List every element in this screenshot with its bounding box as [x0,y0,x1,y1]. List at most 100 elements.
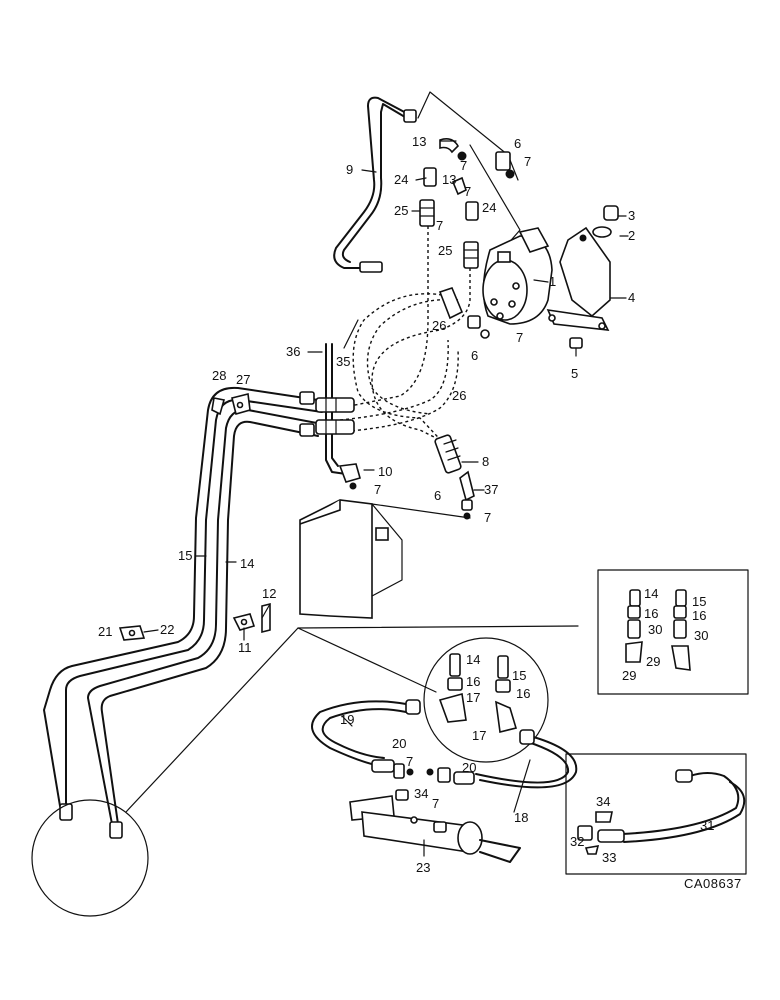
label-37: 37 [484,482,498,497]
hose-19 [311,699,421,773]
label-24-right: 24 [482,200,496,215]
label-15-box: 15 [692,594,706,609]
label-27: 27 [236,372,250,387]
label-16-box-left: 16 [644,606,658,621]
label-7-lower: 7 [484,510,491,525]
label-7-mid: 7 [464,184,471,199]
fitting-37 [459,470,475,520]
fitting-hose-motor [438,287,490,339]
fitting-24-upper [423,167,437,187]
label-7-upper-mid: 7 [460,158,467,173]
label-34-cyl: 34 [414,786,428,801]
label-7-cyl-left: 7 [406,754,413,769]
label-7-upper-right: 7 [524,154,531,169]
label-36: 36 [286,344,300,359]
hose-26 [339,226,471,451]
label-3: 3 [628,208,635,223]
label-8: 8 [482,454,489,469]
clip-27 [231,393,251,415]
label-33: 33 [602,850,616,865]
label-4: 4 [628,290,635,305]
label-29-box-left: 29 [622,668,636,683]
label-25-left: 25 [394,203,408,218]
fitting-13-upper [439,138,467,161]
label-13-upper: 13 [412,134,426,149]
pipe-9 [333,96,417,273]
label-14-circle: 14 [466,652,480,667]
fitting-hose-end-left [299,391,355,437]
bolt-5 [569,337,583,357]
label-31: 31 [700,818,714,833]
clip-21 [118,625,146,641]
label-9: 9 [346,162,353,177]
label-25-right: 25 [438,243,452,258]
fitting-13-lower [451,176,467,196]
fitting-25-right [463,241,479,269]
label-7-cyl: 7 [432,796,439,811]
fitting-6-upper [495,151,515,179]
label-5: 5 [571,366,578,381]
label-13-lower: 13 [442,172,456,187]
fitting-24-lower [465,201,479,221]
label-14: 14 [240,556,254,571]
detail-circle-middle [423,637,549,763]
label-10: 10 [378,464,392,479]
detail-box-lower [565,753,747,875]
label-24-left: 24 [394,172,408,187]
label-32: 32 [570,834,584,849]
washer-2 [592,226,612,238]
fitting-25-left [419,199,435,227]
label-30-box-left: 30 [648,622,662,637]
tube-ends-bottom [59,803,123,839]
label-15: 15 [178,548,192,563]
cylinder-23 [349,789,521,863]
leader-lines [143,140,629,857]
nut-3 [603,205,619,221]
elbow-10 [338,463,361,490]
label-7-tank: 7 [374,482,381,497]
label-16-circle-left: 16 [466,674,480,689]
clip-28 [211,397,226,416]
label-20-right: 20 [462,760,476,775]
clip-11 [232,613,256,631]
tubes-14-15 [43,386,323,825]
label-28: 28 [212,368,226,383]
clip-12 [261,602,271,634]
leader-line-35 [343,319,359,349]
label-17-circle-right: 17 [472,728,486,743]
label-19: 19 [340,712,354,727]
label-18: 18 [514,810,528,825]
part-labels: 1 2 3 4 5 6 7 7 7 7 7 6 9 13 13 24 24 25… [98,134,742,891]
detail-circle [31,625,579,917]
catalog-code: CA08637 [684,876,742,891]
label-17-circle-left: 17 [466,690,480,705]
fitting-20-left [393,763,414,779]
label-7-motor: 7 [516,330,523,345]
label-22: 22 [160,622,174,637]
label-26-upper: 26 [432,318,446,333]
label-30-box-right: 30 [694,628,708,643]
label-34-box: 34 [596,794,610,809]
hydraulic-motor-1 [482,227,553,325]
label-6-motor: 6 [471,348,478,363]
label-29-box-right: 29 [646,654,660,669]
reservoir-tank [299,499,471,619]
label-15-circle: 15 [512,668,526,683]
label-16-circle-right: 16 [516,686,530,701]
label-6-lower: 6 [434,488,441,503]
label-1: 1 [549,274,556,289]
label-23: 23 [416,860,430,875]
label-14-box: 14 [644,586,658,601]
label-6-upper: 6 [514,136,521,151]
label-26-lower: 26 [452,388,466,403]
fitting-20-right [426,767,451,783]
hose-8 [434,434,462,474]
label-20-left: 20 [392,736,406,751]
detail-box-upper [597,569,749,695]
label-12: 12 [262,586,276,601]
label-16-box-right: 16 [692,608,706,623]
label-2: 2 [628,228,635,243]
label-7-left: 7 [436,218,443,233]
bracket-4 [546,226,611,331]
